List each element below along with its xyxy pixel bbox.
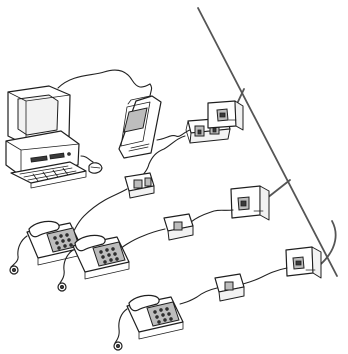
jack-port-icon	[134, 180, 142, 188]
splitter-icon	[164, 214, 193, 240]
jack-splitter-cable	[243, 268, 287, 284]
phone-cord	[72, 189, 127, 234]
wall-jack-icon	[231, 186, 269, 220]
splitter-icon	[125, 173, 154, 198]
telephone-icon	[10, 221, 82, 274]
jack-port-icon	[174, 222, 182, 230]
modem-splitter-cable	[157, 130, 190, 140]
jack-splitter-cable	[191, 210, 233, 222]
phone-cord	[180, 288, 217, 304]
computer-icon	[6, 86, 102, 188]
wall-jack-icon	[286, 247, 321, 278]
computer-modem-cable	[58, 70, 150, 88]
main-phone-line	[198, 8, 337, 276]
power-button-icon	[68, 153, 71, 156]
wall-jack-icon	[208, 101, 243, 130]
jack-port-icon	[145, 178, 151, 186]
modem-icon	[119, 84, 161, 158]
telephone-icon	[114, 295, 183, 350]
splitter-icon	[215, 274, 244, 301]
jack-port-icon	[225, 282, 233, 290]
